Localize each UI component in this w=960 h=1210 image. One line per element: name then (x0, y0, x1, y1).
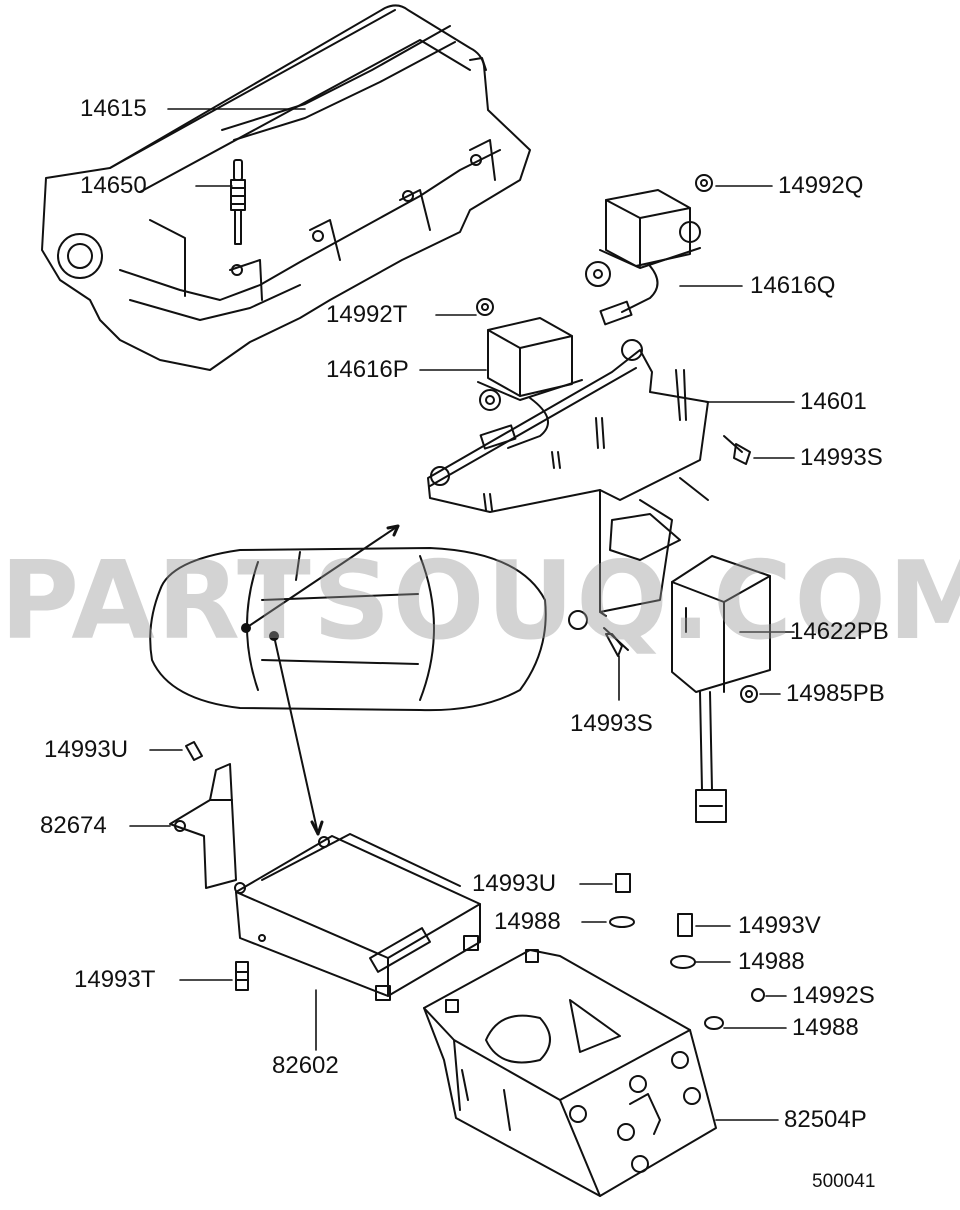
glow-relay-q (585, 189, 701, 326)
washer-14988-c (704, 1016, 724, 1030)
part-label-14988-c[interactable]: 14988 (792, 1014, 859, 1041)
leader-lines (129, 108, 795, 1121)
part-label-14616q[interactable]: 14616Q (750, 272, 836, 299)
bracket-82504p (423, 949, 717, 1197)
part-label-14616p[interactable]: 14616P (326, 356, 409, 383)
nut-14992s (751, 988, 765, 1002)
washer-14988-a (609, 916, 635, 928)
control-unit-14622pb (671, 555, 771, 823)
part-label-14993s-upper[interactable]: 14993S (800, 444, 883, 471)
bolt-14993s-lower (599, 611, 629, 657)
bolt-14993s-upper (723, 435, 751, 465)
nut-14992q (695, 174, 713, 192)
bolt-14993v (677, 913, 693, 937)
glow-plug (230, 159, 246, 245)
part-label-14993v[interactable]: 14993V (738, 912, 821, 939)
part-label-14993u-right[interactable]: 14993U (472, 870, 557, 897)
part-label-14985pb[interactable]: 14985PB (786, 680, 885, 707)
part-label-14992q[interactable]: 14992Q (778, 172, 864, 199)
nut-14985pb (740, 685, 758, 703)
part-label-14992t[interactable]: 14992T (326, 301, 408, 328)
part-label-14622pb[interactable]: 14622PB (790, 618, 889, 645)
part-label-82504p[interactable]: 82504P (784, 1106, 867, 1133)
location-arrows (241, 524, 400, 836)
part-label-14993u-left[interactable]: 14993U (44, 736, 129, 763)
part-label-82602[interactable]: 82602 (272, 1052, 339, 1079)
relay-bracket (427, 339, 709, 630)
part-label-14650[interactable]: 14650 (80, 172, 147, 199)
part-label-14992s[interactable]: 14992S (792, 982, 875, 1009)
part-label-14993t[interactable]: 14993T (74, 966, 156, 993)
part-label-14615[interactable]: 14615 (80, 95, 147, 122)
part-label-14993s-lower[interactable]: 14993S (570, 710, 653, 737)
bolt-14993u-left (185, 741, 203, 761)
watermark-text: PARTSOUQ.COM (0, 539, 960, 664)
part-label-14988-a[interactable]: 14988 (494, 908, 561, 935)
diagram-number: 500041 (812, 1171, 876, 1192)
part-label-14988-b[interactable]: 14988 (738, 948, 805, 975)
washer-14988-b (670, 955, 696, 969)
bracket-82674 (169, 763, 237, 889)
part-label-82674[interactable]: 82674 (40, 812, 107, 839)
glow-relay-p (477, 317, 583, 450)
nut-14992t (476, 298, 494, 316)
engine-cylinder-head (41, 4, 531, 371)
part-label-14601[interactable]: 14601 (800, 388, 867, 415)
bolt-14993u-right (615, 873, 631, 893)
bolt-14993t (235, 961, 249, 991)
ecu-82602 (234, 833, 481, 1001)
